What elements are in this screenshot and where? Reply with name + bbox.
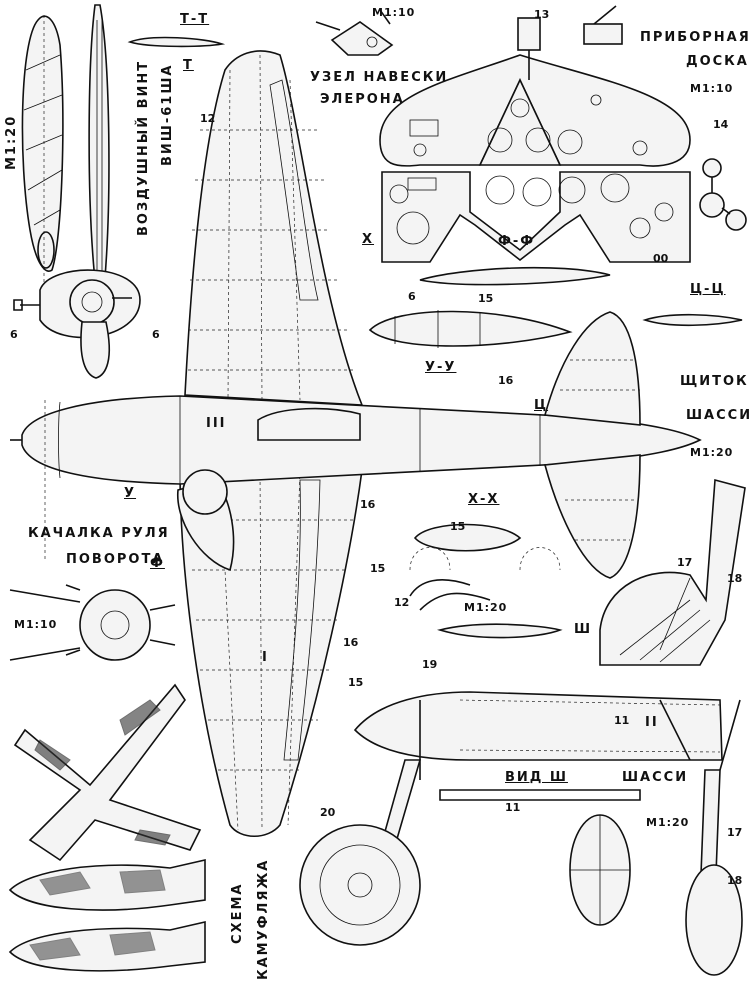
trim-mount-title-2: ЭЛЕРОНА: [320, 92, 405, 107]
propeller-blade-front: [88, 4, 110, 291]
mark-6-wing: 6: [152, 328, 160, 341]
section-uu-airfoil: [368, 310, 573, 347]
section-uu-ribs: [394, 310, 481, 348]
scale-panel: М1:10: [690, 82, 734, 95]
propeller-blade-side: [21, 15, 64, 300]
mark-17-gear: 17: [727, 826, 743, 839]
flap-title-1: ЩИТОК: [680, 374, 749, 389]
mark-16-wing: 16: [360, 498, 376, 511]
mark-16-wing-2: 16: [343, 636, 359, 649]
section-uu-label: У-У: [425, 360, 457, 375]
prop-title-1: ВОЗДУШНЫЙ ВИНТ: [136, 59, 151, 236]
section-6-airfoil: [419, 266, 611, 286]
mark-12-xx: 12: [394, 596, 410, 609]
mark-15-wing-2: 15: [348, 676, 364, 689]
mark-18-flap: 18: [727, 572, 743, 585]
section-tsts-label: Ц-Ц: [690, 282, 726, 297]
scale-gear: М1:20: [646, 816, 690, 829]
instrument-panel-upper: [379, 54, 691, 167]
flap-title-2: ШАССИ: [686, 408, 750, 423]
propeller-hub: [13, 269, 141, 379]
panel-title-2: ДОСКА: [686, 54, 749, 69]
section-tt-airfoil: [127, 36, 226, 48]
rudder-rocker-detail: [9, 584, 176, 661]
gun-sight: [517, 5, 623, 80]
mark-i: I: [262, 650, 269, 665]
section-ff-label: Ф-Ф: [498, 234, 536, 249]
mark-u: У: [124, 486, 137, 501]
mark-16-uu: 16: [498, 374, 514, 387]
section-xx-label: Х-Х: [468, 492, 500, 507]
scale-prop: М1:20: [4, 114, 19, 170]
gear-title: ШАССИ: [622, 770, 689, 785]
landing-gear-view: [299, 691, 743, 976]
trim-mount-title-1: УЗЕЛ НАВЕСКИ: [310, 70, 449, 85]
rudder-title-1: КАЧАЛКА РУЛЯ: [28, 526, 170, 541]
mark-ts: Ц: [534, 398, 549, 413]
mark-15-wing: 15: [370, 562, 386, 575]
section-tsts-airfoil: [642, 313, 743, 327]
prop-title-2: ВИШ-61ША: [160, 63, 175, 166]
panel-title-1: ПРИБОРНАЯ: [640, 30, 750, 45]
scale-xx: М1:20: [464, 601, 508, 614]
mark-6-section: 6: [408, 290, 416, 303]
scale-rocker: М1:10: [14, 618, 58, 631]
mark-15-xx: 15: [450, 520, 466, 533]
mark-14: 14: [713, 118, 729, 131]
view-sh-label: ВИД Ш: [505, 770, 568, 785]
mark-13: 13: [534, 8, 550, 21]
mark-t: Т: [183, 58, 194, 73]
mark-f: Ф: [150, 556, 165, 571]
camouflage-side-view-1: [8, 858, 206, 911]
section-tt-label: Т-Т: [180, 12, 210, 27]
mark-iii: III: [206, 416, 227, 431]
section-sh-detail: [436, 623, 563, 639]
mark-17-flap: 17: [677, 556, 693, 569]
camouflage-plan-view: [13, 683, 202, 862]
camouflage-side-view-2: [8, 920, 206, 972]
mark-ii-gear: II: [645, 715, 659, 730]
mark-18-gear: 18: [727, 874, 743, 887]
mark-19: 19: [422, 658, 438, 671]
camo-title-1: СХЕМА: [230, 882, 245, 944]
mark-sh: Ш: [574, 622, 593, 637]
landing-flap-detail: [599, 478, 746, 666]
scale-flap: М1:20: [690, 446, 734, 459]
section-xx-detail: [409, 523, 561, 611]
mark-20: 20: [320, 806, 336, 819]
aircraft-plan-view: [10, 50, 702, 837]
mark-12-top: 12: [200, 112, 216, 125]
mark-11-strut: 11: [614, 714, 630, 727]
instrument-panel-lower: [381, 171, 691, 263]
rudder-title-2: ПОВОРОТА: [66, 552, 165, 567]
camo-title-2: КАМУФЛЯЖА: [256, 858, 271, 980]
mark-11-gear: 11: [505, 801, 521, 814]
aileron-hinge-detail: [315, 9, 394, 56]
mark-00: 00: [653, 252, 669, 265]
mark-15-uu: 15: [478, 292, 494, 305]
valve-detail-14: [699, 158, 747, 231]
mark-x-top: Х: [362, 232, 375, 247]
scale-trim: М1:10: [372, 6, 416, 19]
mark-6-prop: 6: [10, 328, 18, 341]
